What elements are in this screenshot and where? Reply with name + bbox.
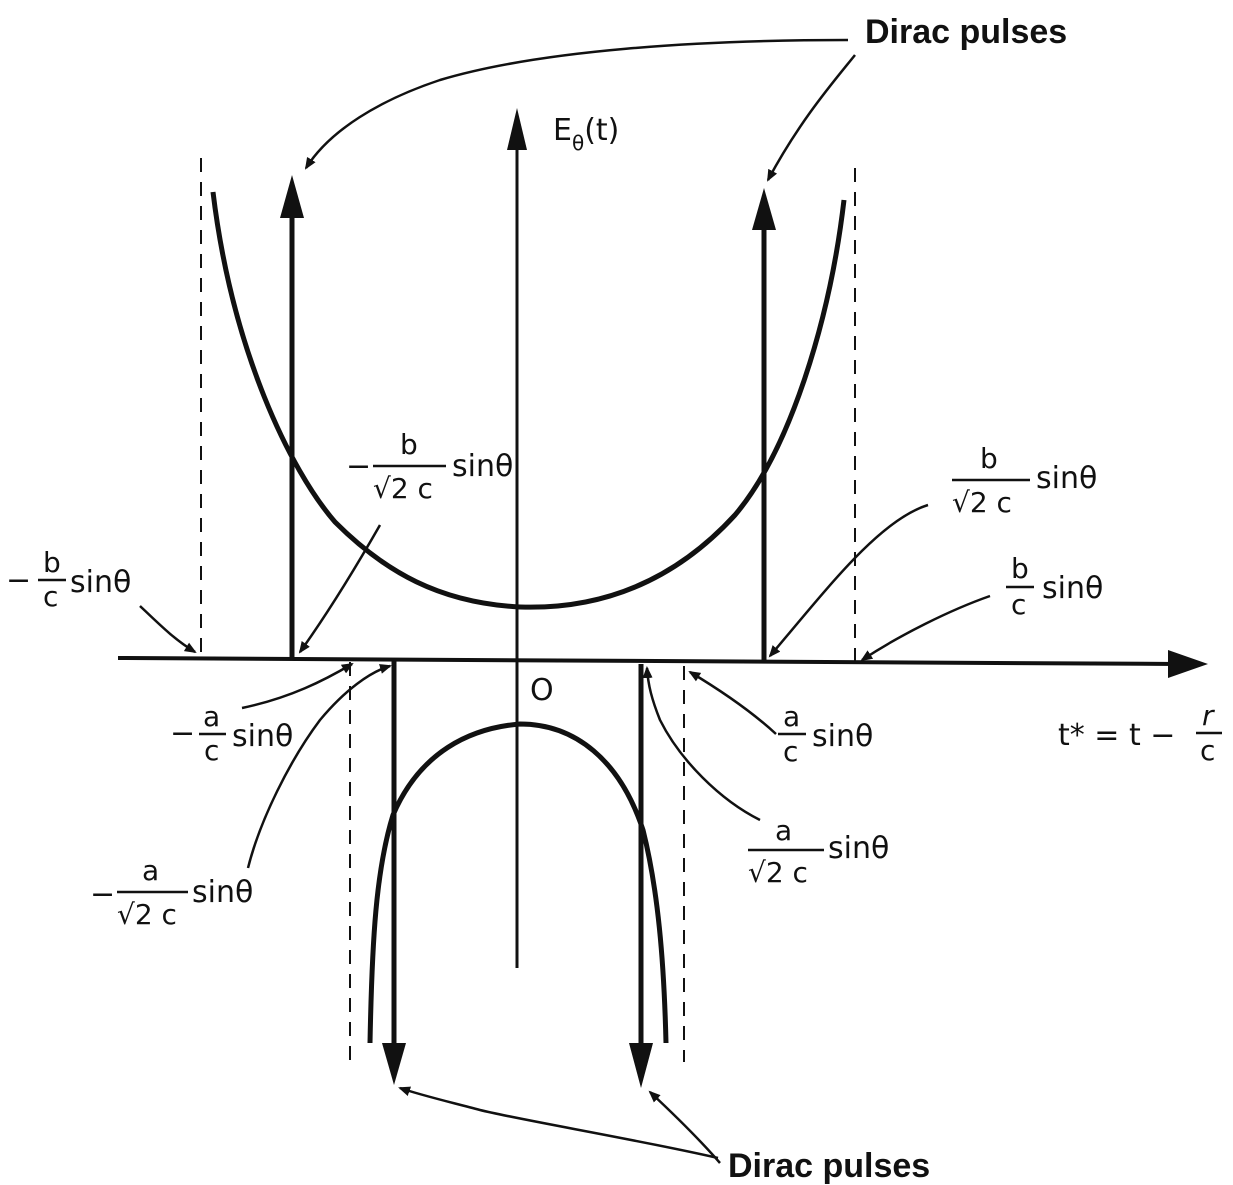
- pointer-pos-b-sqrt2c: [768, 503, 929, 658]
- neg-b-c-den: c: [43, 580, 58, 613]
- time-axis-arrowhead: [1168, 650, 1208, 678]
- label-neg-a-over-sqrt2c: − a √2 c sinθ: [90, 854, 253, 931]
- pointer-pos-a-sqrt2c: [642, 666, 761, 822]
- label-pos-a-over-sqrt2c: a √2 c sinθ: [748, 814, 889, 889]
- pos-b-sqrt2c-den: √2 c: [952, 486, 1012, 519]
- pointer-dirac-top-left: [304, 38, 849, 170]
- label-neg-b-over-c: − b c sinθ: [6, 546, 131, 613]
- neg-a-c-tail: sinθ: [232, 719, 293, 754]
- time-axis: [117, 656, 1179, 666]
- label-neg-a-over-c: − a c sinθ: [170, 700, 293, 767]
- label-dirac-pulses-bottom: Dirac pulses: [728, 1147, 930, 1185]
- neg-a-sqrt2c-num: a: [142, 854, 159, 887]
- pos-b-c-tail: sinθ: [1042, 571, 1103, 606]
- neg-b-sqrt2c-num: b: [400, 428, 418, 461]
- pos-a-sqrt2c-tail: sinθ: [828, 831, 889, 866]
- y-axis-label: Eθ(t): [553, 113, 619, 155]
- neg-a-c-sign: −: [170, 716, 195, 751]
- dirac-pulse-up-right-head: [752, 188, 776, 230]
- label-pos-a-over-c: a c sinθ: [778, 700, 873, 768]
- upper-field-curve: [210, 191, 847, 610]
- neg-a-c-den: c: [204, 734, 219, 767]
- neg-a-c-num: a: [203, 700, 220, 733]
- x-axis-frac-den: c: [1200, 734, 1215, 767]
- pointer-neg-a-c: [241, 662, 354, 710]
- neg-a-sqrt2c-tail: sinθ: [192, 875, 253, 910]
- pointer-neg-a-sqrt2c: [246, 664, 392, 869]
- neg-b-sqrt2c-den: √2 c: [373, 472, 433, 505]
- pos-a-sqrt2c-den: √2 c: [748, 856, 808, 889]
- x-axis-frac-num: r: [1202, 699, 1215, 732]
- pos-a-sqrt2c-num: a: [775, 814, 792, 847]
- neg-b-c-num: b: [43, 546, 61, 579]
- x-axis-label: t* = t −: [1058, 718, 1175, 753]
- y-axis-label-arg: (t): [584, 113, 619, 148]
- label-pos-b-over-c: b c sinθ: [1006, 552, 1103, 621]
- pointer-dirac-bottom-right: [648, 1090, 721, 1164]
- pos-b-c-num: b: [1011, 552, 1029, 585]
- label-pos-b-over-sqrt2c: b √2 c sinθ: [952, 442, 1097, 519]
- pos-b-sqrt2c-tail: sinθ: [1036, 461, 1097, 496]
- pointer-pos-b-c: [860, 594, 991, 662]
- pos-b-c-den: c: [1011, 588, 1026, 621]
- pos-a-c-den: c: [783, 735, 798, 768]
- neg-b-c-sign: −: [6, 563, 31, 598]
- origin-label: O: [530, 673, 554, 708]
- dirac-pulse-up-left-head: [280, 175, 304, 218]
- pointer-pos-a-c: [688, 670, 777, 735]
- pointer-dirac-bottom-left: [398, 1086, 719, 1160]
- neg-b-c-tail: sinθ: [70, 565, 131, 600]
- pointer-neg-b-c: [139, 605, 197, 654]
- neg-b-sqrt2c-sign: −: [346, 449, 371, 484]
- pos-a-c-tail: sinθ: [812, 719, 873, 754]
- y-axis-label-main: E: [553, 113, 572, 148]
- lower-field-curve: [367, 721, 669, 1044]
- pointer-neg-b-sqrt2c: [298, 524, 382, 654]
- neg-b-sqrt2c-tail: sinθ: [452, 449, 513, 484]
- dirac-pulse-down-left-head: [382, 1043, 406, 1085]
- pos-b-sqrt2c-num: b: [980, 442, 998, 475]
- label-dirac-pulses-top: Dirac pulses: [865, 13, 1067, 51]
- y-axis-label-sub: θ: [572, 131, 584, 155]
- field-axis-arrowhead: [507, 108, 527, 150]
- pos-a-c-num: a: [783, 700, 800, 733]
- dirac-pulse-down-right-head: [629, 1043, 653, 1088]
- neg-a-sqrt2c-den: √2 c: [117, 898, 177, 931]
- label-neg-b-over-sqrt2c: − b √2 c sinθ: [346, 428, 513, 505]
- pointer-dirac-top-right: [766, 54, 856, 182]
- neg-a-sqrt2c-sign: −: [90, 877, 115, 912]
